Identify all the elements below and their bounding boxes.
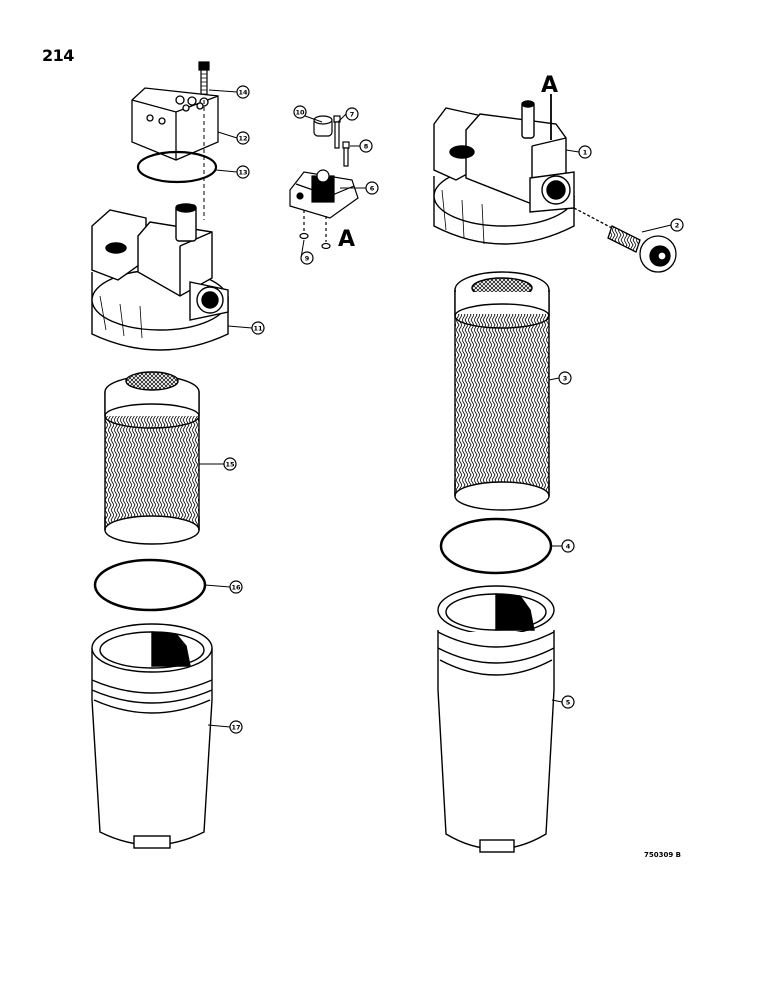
callout-leader-14 — [208, 89, 238, 93]
callout-number-10: 10 — [295, 109, 305, 117]
callout-circle-4 — [561, 539, 575, 553]
callout-number-2: 2 — [675, 222, 680, 230]
callout-circle-16 — [229, 580, 243, 594]
bypass-valve-2 — [573, 207, 677, 273]
callout-circle-17 — [229, 720, 243, 734]
callout-circle-12 — [236, 131, 250, 145]
block-12 — [131, 87, 219, 161]
o-ring-13 — [136, 150, 218, 184]
callout-circle-13 — [236, 165, 250, 179]
callout-number-3: 3 — [563, 375, 568, 383]
filter-bowl-5 — [437, 585, 555, 853]
callout-number-12: 12 — [238, 135, 247, 143]
o-ring-16 — [93, 558, 207, 612]
callout-number-11: 11 — [253, 325, 263, 333]
callout-leader-3 — [548, 377, 560, 381]
callout-circle-1 — [578, 145, 592, 159]
callout-number-13: 13 — [238, 169, 247, 177]
callout-circle-15 — [223, 457, 237, 471]
callout-number-5: 5 — [566, 699, 571, 707]
filter-element-3 — [454, 271, 550, 511]
callout-circle-8 — [359, 139, 373, 153]
left-filter-assembly — [91, 61, 229, 849]
callout-number-4: 4 — [566, 543, 571, 551]
figure-code: 750309 B — [644, 851, 681, 859]
relief-valve-assembly — [289, 115, 359, 250]
callout-circle-7 — [345, 107, 359, 121]
o-ring-4 — [439, 517, 553, 575]
callout-number-1: 1 — [583, 149, 588, 157]
valve-body-6 — [289, 169, 359, 219]
callout-number-9: 9 — [305, 255, 310, 263]
washers-9 — [299, 232, 331, 250]
callout-circle-11 — [251, 321, 265, 335]
callout-leader-17 — [207, 724, 231, 728]
callout-circle-10 — [293, 105, 307, 119]
filter-head-1 — [433, 100, 575, 245]
filter-head-11 — [91, 203, 229, 351]
screw-7 — [333, 115, 341, 149]
callout-number-15: 15 — [225, 461, 235, 469]
callout-circle-5 — [561, 695, 575, 709]
callout-leader-13 — [215, 169, 238, 173]
callout-circle-2 — [670, 218, 684, 232]
callout-leader-7 — [337, 113, 347, 123]
filter-element-15 — [104, 371, 200, 545]
callout-circle-9 — [300, 251, 314, 265]
callout-leader-2 — [641, 224, 672, 233]
callout-number-14: 14 — [238, 89, 248, 97]
callout-circle-3 — [558, 371, 572, 385]
callout-leader-16 — [204, 584, 231, 588]
callout-leader-1 — [565, 149, 580, 153]
callout-number-8: 8 — [364, 143, 369, 151]
callout-leader-12 — [217, 131, 238, 139]
screw-8 — [342, 141, 350, 167]
section-marker-a-center: A — [338, 227, 355, 252]
callout-circle-6 — [365, 181, 379, 195]
callout-leader-11 — [227, 325, 253, 329]
callout-number-17: 17 — [231, 724, 240, 732]
callout-leader-5 — [551, 699, 563, 703]
filter-bowl-17 — [91, 623, 213, 849]
page-number: 214 — [42, 46, 74, 65]
section-marker-a-right: A — [541, 73, 558, 98]
right-filter-assembly — [433, 94, 677, 853]
sleeve-10 — [313, 115, 333, 137]
callout-number-7: 7 — [350, 111, 355, 119]
callout-number-16: 16 — [231, 584, 241, 592]
callout-circle-14 — [236, 85, 250, 99]
callout-number-6: 6 — [370, 185, 375, 193]
